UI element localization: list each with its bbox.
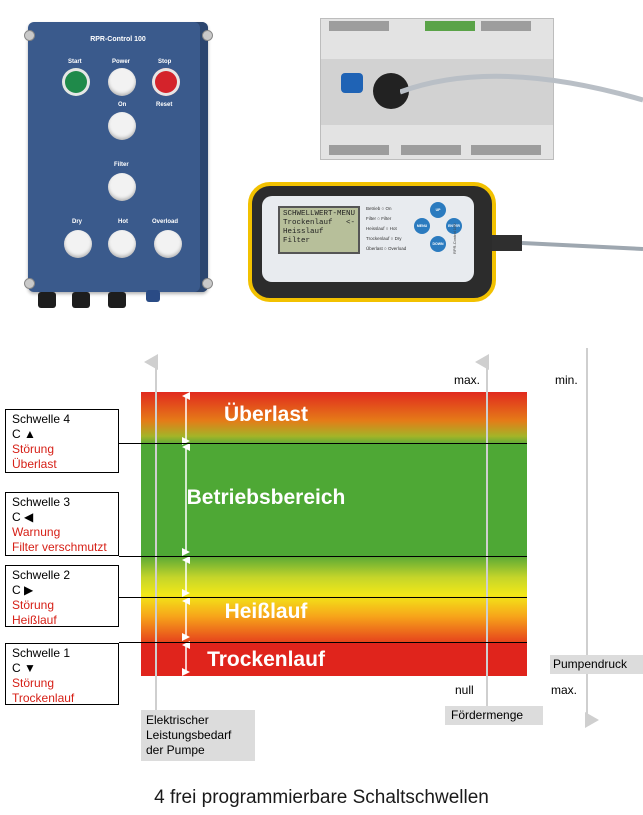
threshold-alarm-text: Heißlauf xyxy=(12,613,57,627)
led-row: Überlast ○ Overload xyxy=(366,246,407,251)
threshold-alarm-type: Warnung xyxy=(12,525,61,539)
handheld-side-label: RPR-Control 100 xyxy=(452,223,457,254)
cable-gland-icon xyxy=(38,292,56,308)
start-label: Start xyxy=(68,59,82,65)
zone-label-ueberlast: Überlast xyxy=(223,403,309,426)
plc-module xyxy=(320,18,554,160)
power-label-line: der Pumpe xyxy=(146,743,205,757)
terminal-block xyxy=(425,21,475,31)
stop-button[interactable] xyxy=(152,68,180,96)
down-key[interactable]: DOWN xyxy=(430,236,446,252)
led-row: Heisslauf ○ Hot xyxy=(366,226,397,231)
threshold-name: Schwelle 2 xyxy=(12,568,71,582)
threshold-name: Schwelle 4 xyxy=(12,412,71,426)
start-button[interactable] xyxy=(62,68,90,96)
terminal-block xyxy=(471,145,541,155)
power-label: Power xyxy=(112,59,131,65)
enter-key[interactable]: ENTER xyxy=(446,218,462,234)
threshold-alarm-text: Überlast xyxy=(12,457,57,471)
threshold-line-4 xyxy=(119,443,527,444)
threshold-code: C ◀ xyxy=(12,510,34,524)
led-row: Betrieb ○ On xyxy=(366,206,392,211)
on-lamp xyxy=(108,112,136,140)
connector-icon xyxy=(146,290,160,302)
power-label-line: Leistungsbedarf xyxy=(146,728,232,742)
cable-icon xyxy=(400,73,643,103)
screw-icon xyxy=(24,30,35,41)
zone-heisslauf xyxy=(141,556,527,642)
caption: 4 frei programmierbare Schaltschwellen xyxy=(154,787,489,808)
pressure-axis-label: Pumpendruck xyxy=(550,655,643,674)
reset-label: Reset xyxy=(156,102,173,108)
filter-label: Filter xyxy=(114,162,129,168)
threshold-alarm-type: Störung xyxy=(12,598,55,612)
terminal-block xyxy=(401,145,461,155)
led-row: Trockenlauf ○ Dry xyxy=(366,236,402,241)
zone-betrieb xyxy=(141,444,527,556)
power-axis-label: Elektrischer Leistungsbedarf der Pumpe xyxy=(141,710,255,761)
zone-trockenlauf xyxy=(141,642,527,676)
threshold-alarm-type: Störung xyxy=(12,676,55,690)
flow-max-label: max. xyxy=(454,373,481,387)
dry-lamp xyxy=(64,230,92,258)
terminal-block xyxy=(329,21,389,31)
threshold-name: Schwelle 1 xyxy=(12,646,71,660)
lcd-line: Heisslauf xyxy=(283,228,324,236)
threshold-alarm-text: Trockenlauf xyxy=(12,691,75,705)
overload-lamp xyxy=(154,230,182,258)
screw-icon xyxy=(24,278,35,289)
threshold-box-3: Schwelle 3 C ◀ Warnung Filter verschmutz… xyxy=(5,492,119,556)
menu-key[interactable]: MENU xyxy=(414,218,430,234)
screw-icon xyxy=(202,278,213,289)
zone-label-betrieb: Betriebsbereich xyxy=(186,486,346,509)
threshold-box-2: Schwelle 2 C ▶ Störung Heißlauf xyxy=(5,565,119,627)
threshold-code: C ▲ xyxy=(12,427,36,441)
screw-icon xyxy=(202,30,213,41)
pressure-min-label: min. xyxy=(555,373,578,387)
threshold-box-4: Schwelle 4 C ▲ Störung Überlast xyxy=(5,409,119,473)
cable-gland-icon xyxy=(108,292,126,308)
threshold-box-1: Schwelle 1 C ▼ Störung Trockenlauf xyxy=(5,643,119,705)
zone-ueberlast xyxy=(141,392,527,444)
flow-null-label: null xyxy=(455,683,474,697)
handheld-cable-icon xyxy=(492,235,643,251)
threshold-name: Schwelle 3 xyxy=(12,495,71,509)
threshold-line-2 xyxy=(119,597,527,598)
threshold-alarm-type: Störung xyxy=(12,442,55,456)
zone-label-trockenlauf: Trockenlauf xyxy=(207,648,325,671)
threshold-line-1 xyxy=(119,642,527,643)
pressure-max-label: max. xyxy=(551,683,578,697)
up-key[interactable]: UP xyxy=(430,202,446,218)
led-row: Filter ○ Filter xyxy=(366,216,392,221)
terminal-block xyxy=(481,21,531,31)
controller-device: RPR-Control 100 Start Power Stop On Rese… xyxy=(24,22,213,292)
controller-title: RPR-Control 100 xyxy=(90,36,146,43)
flow-axis-label: Fördermenge xyxy=(445,706,543,725)
dry-label: Dry xyxy=(72,219,83,225)
threshold-code: C ▶ xyxy=(12,583,34,597)
stop-label: Stop xyxy=(158,59,172,65)
lcd-line: SCHWELLWERT-MENU xyxy=(283,210,356,218)
threshold-code: C ▼ xyxy=(12,661,36,675)
lcd-line: Filter xyxy=(283,237,311,245)
overload-label: Overload xyxy=(152,219,179,225)
hot-lamp xyxy=(108,230,136,258)
terminal-block xyxy=(329,145,389,155)
on-label: On xyxy=(118,102,127,108)
power-button[interactable] xyxy=(108,68,136,96)
connector-cap-icon xyxy=(341,73,363,93)
threshold-line-3 xyxy=(119,556,527,557)
cable-gland-icon xyxy=(72,292,90,308)
hot-label: Hot xyxy=(118,219,128,225)
power-label-line: Elektrischer xyxy=(146,713,209,727)
threshold-alarm-text: Filter verschmutzt xyxy=(12,540,107,554)
filter-lamp xyxy=(108,173,136,201)
zone-label-heisslauf: Heißlauf xyxy=(224,600,308,623)
lcd-line: Trockenlauf <- xyxy=(283,219,356,227)
